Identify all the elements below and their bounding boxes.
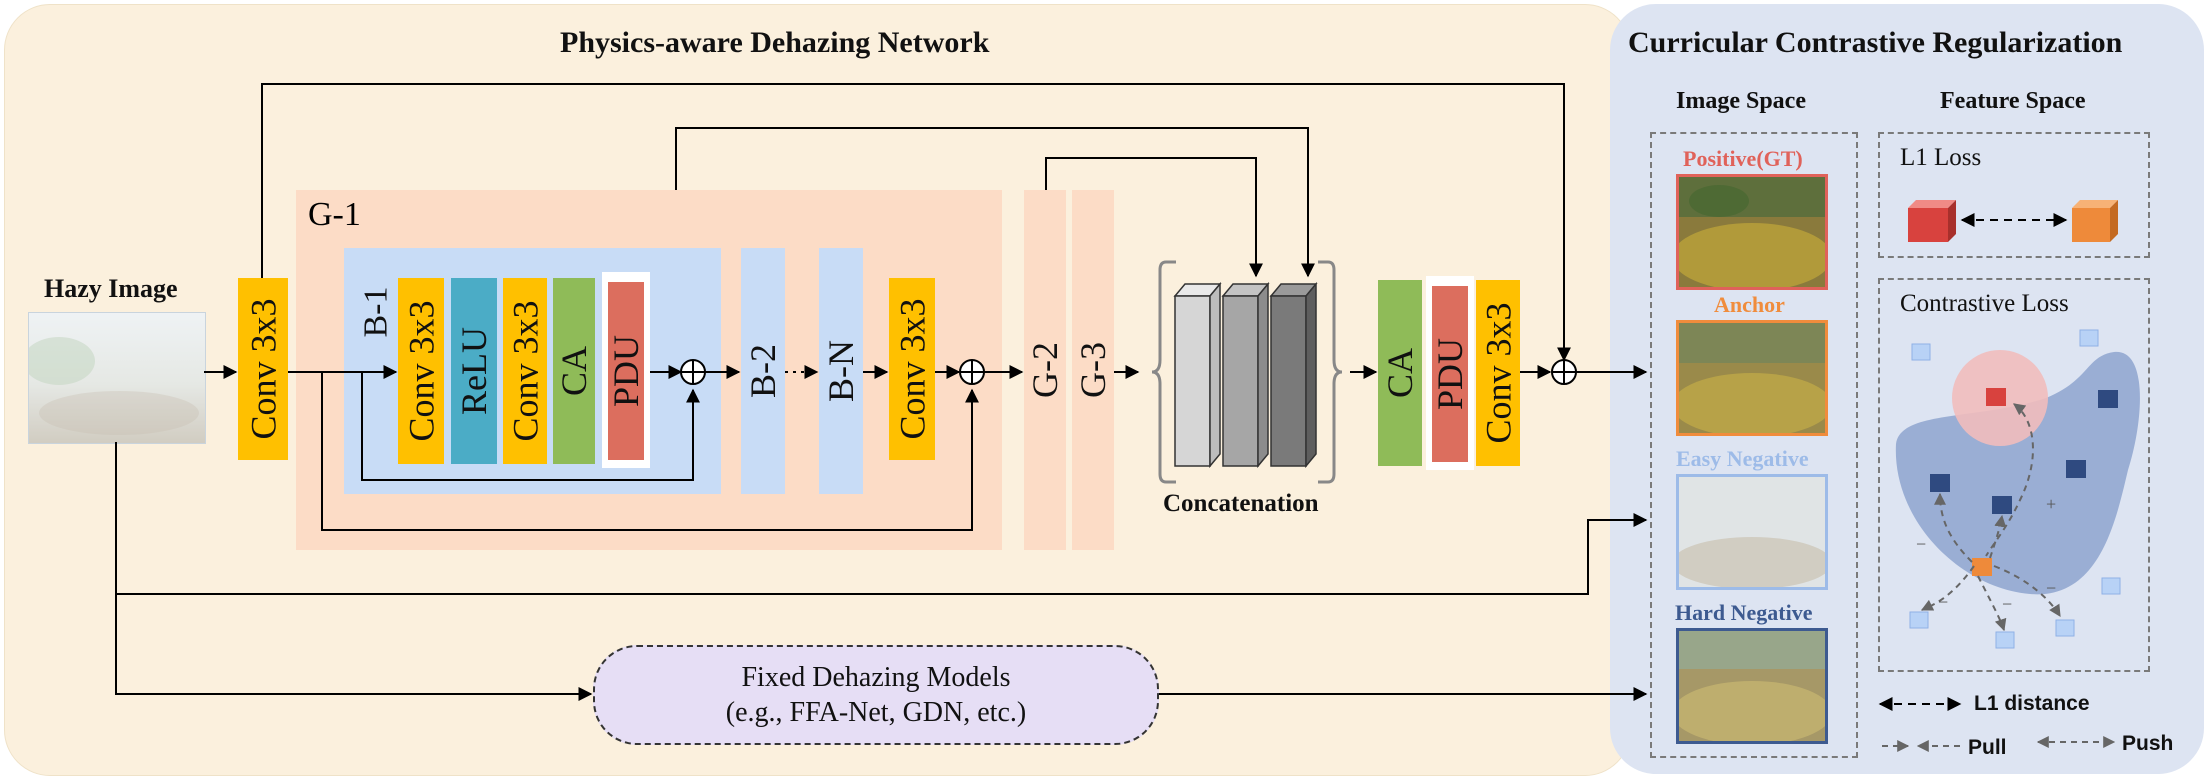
contrastive-loss-frame (1878, 278, 2150, 672)
b1-conv3x3-first: Conv 3x3 (398, 278, 444, 464)
input-conv3x3-block: Conv 3x3 (238, 278, 288, 460)
hard-negative-image (1676, 628, 1828, 744)
positive-gt-image (1676, 174, 1828, 290)
l1-loss-label: L1 Loss (1900, 144, 1982, 171)
group-g2: G-2 (1024, 190, 1066, 550)
b1-pdu-block: PDU (606, 282, 646, 460)
concatenation-label: Concatenation (1163, 490, 1319, 517)
fixed-dehazing-models-box: Fixed Dehazing Models (e.g., FFA-Net, GD… (593, 645, 1159, 745)
group-g3: G-3 (1072, 190, 1114, 550)
block-bn: B-N (819, 248, 863, 494)
anchor-image (1676, 320, 1828, 436)
l1-loss-frame (1878, 132, 2150, 258)
b1-ca-block: CA (553, 278, 595, 464)
contrastive-loss-label: Contrastive Loss (1900, 290, 2069, 317)
legend-push: Push (2122, 732, 2174, 755)
dehazing-network-title: Physics-aware Dehazing Network (560, 26, 990, 59)
legend-pull: Pull (1968, 736, 2007, 759)
fixed-models-examples: (e.g., FFA-Net, GDN, etc.) (725, 697, 1027, 728)
output-conv3x3-block: Conv 3x3 (1476, 280, 1520, 466)
positive-gt-label: Positive(GT) (1683, 146, 1803, 171)
contrastive-regularization-title: Curricular Contrastive Regularization (1628, 26, 2123, 59)
easy-negative-image (1676, 474, 1828, 590)
output-ca-block: CA (1378, 280, 1422, 466)
block-b2: B-2 (741, 248, 785, 494)
hazy-image-label: Hazy Image (44, 274, 178, 303)
feature-space-heading: Feature Space (1940, 88, 2086, 114)
group-g1-label: G-1 (308, 196, 361, 233)
g1-tail-conv3x3: Conv 3x3 (889, 278, 935, 460)
hard-negative-label: Hard Negative (1675, 600, 1813, 625)
image-space-frame (1650, 132, 1858, 758)
block-b1-label: B-1 (357, 286, 394, 338)
fixed-models-title: Fixed Dehazing Models (741, 662, 1011, 693)
anchor-label: Anchor (1714, 292, 1785, 317)
legend-l1-distance: L1 distance (1974, 692, 2090, 715)
b1-conv3x3-second: Conv 3x3 (503, 278, 547, 464)
output-pdu-block: PDU (1430, 286, 1470, 462)
b1-relu-block: ReLU (451, 278, 497, 464)
image-space-heading: Image Space (1676, 88, 1806, 114)
hazy-image-thumbnail (28, 312, 206, 444)
easy-negative-label: Easy Negative (1676, 446, 1809, 471)
